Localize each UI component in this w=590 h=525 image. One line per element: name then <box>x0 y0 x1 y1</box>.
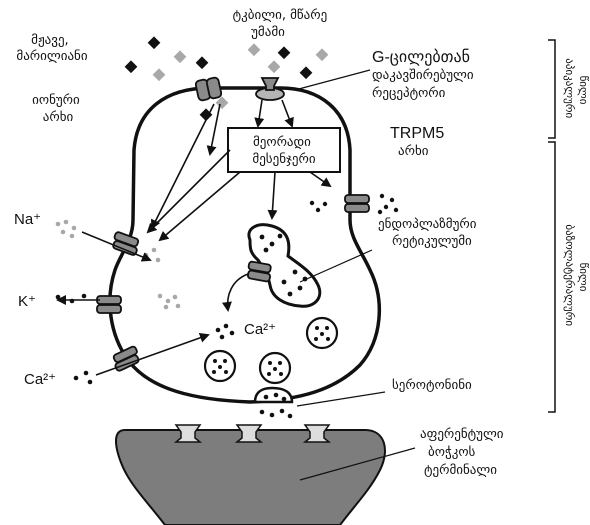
label-basolateral: ბაზოლატერალური წილი <box>563 224 590 329</box>
label-apical: აპიკალური წილი <box>563 58 590 121</box>
label-ca-outside: Ca²⁺ <box>24 371 56 388</box>
label-second-messenger: მეორადი მესენჯერი <box>252 135 315 167</box>
label-k: K⁺ <box>18 293 36 310</box>
label-afferent: აფერენტული ბოჭკოს ტერმინალი <box>420 427 508 478</box>
label-er: ენდოპლაზმური რეტიკულუმი <box>378 217 481 249</box>
membrane-channels <box>96 194 370 372</box>
vesicle-dots <box>212 326 330 376</box>
serotonin-dots <box>259 392 293 419</box>
label-ca-inside: Ca²⁺ <box>244 321 276 338</box>
signal-arrows <box>56 99 332 376</box>
terminal-receptors <box>173 424 332 443</box>
label-pointer-lines <box>294 69 416 481</box>
label-trpm5-channel: არხი <box>398 144 429 159</box>
second-messenger-box <box>227 127 341 173</box>
apical-ion-channel <box>194 76 223 102</box>
endoplasmic-reticulum <box>247 223 322 308</box>
region-brackets <box>548 39 556 413</box>
label-na: Na⁺ <box>14 211 41 228</box>
label-sour-salty: მჟავე, მარილიანი <box>16 33 87 64</box>
serotonin-release <box>253 386 294 404</box>
label-trpm5: TRPM5 <box>390 125 444 142</box>
gpcr <box>255 77 285 101</box>
tastant-particles <box>124 36 329 122</box>
label-ion-channel: იონური არხი <box>32 93 84 125</box>
label-gpcr: G-ცილებთან დაკავშირებული რეცეპტორი <box>372 47 479 101</box>
label-sweet-bitter-umami: ტკბილი, მწარე უმამი <box>233 8 332 40</box>
er-calcium-dots <box>259 233 308 297</box>
label-serotonin: სეროტონინი <box>392 378 472 393</box>
afferent-terminal <box>115 429 386 525</box>
